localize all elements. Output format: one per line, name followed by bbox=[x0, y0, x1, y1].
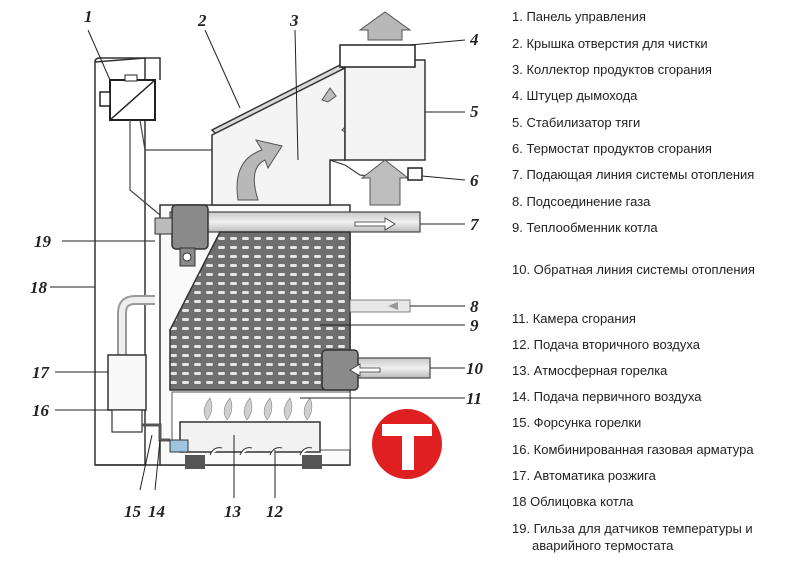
label-5: 5 bbox=[470, 102, 479, 121]
gas-valve bbox=[111, 409, 143, 433]
legend-item: 2. Крышка отверстия для чистки bbox=[512, 36, 708, 51]
legend-item: 14. Подача первичного воздуха bbox=[512, 389, 702, 404]
secondary-air-arrows bbox=[209, 447, 313, 456]
legend-item: 12. Подача вторичного воздуха bbox=[512, 337, 700, 352]
legend-item: 9. Теплообменник котла bbox=[512, 220, 658, 235]
label-6: 6 bbox=[470, 171, 479, 190]
legend-item: 7. Подающая линия системы отопления bbox=[512, 167, 755, 182]
legend-item: 19. Гильза для датчиков температуры и bbox=[512, 521, 753, 536]
flue-thermostat bbox=[407, 167, 423, 181]
label-2: 2 bbox=[197, 11, 207, 30]
flames bbox=[203, 397, 313, 421]
legend-item: 4. Штуцер дымохода bbox=[512, 88, 638, 103]
label-4: 4 bbox=[469, 30, 479, 49]
label-8: 8 bbox=[470, 297, 479, 316]
legend-item: 13. Атмосферная горелка bbox=[512, 363, 668, 378]
legend-item: 11. Камера сгорания bbox=[512, 311, 636, 326]
label-15: 15 bbox=[124, 502, 142, 521]
exhaust-arrow bbox=[358, 11, 412, 41]
label-1: 1 bbox=[84, 7, 93, 26]
gas-pipe bbox=[349, 299, 411, 313]
label-14: 14 bbox=[148, 502, 165, 521]
brand-logo bbox=[372, 409, 442, 479]
label-3: 3 bbox=[289, 11, 299, 30]
label-13: 13 bbox=[224, 502, 242, 521]
legend-item: 1. Панель управления bbox=[512, 9, 646, 24]
sensor-sleeve bbox=[154, 217, 173, 235]
legend-item: 5. Стабилизатор тяги bbox=[512, 115, 641, 130]
legend-item: 18 Облицовка котла bbox=[512, 494, 634, 509]
flue-collector bbox=[211, 66, 346, 206]
label-11: 11 bbox=[466, 389, 482, 408]
legend-item: 8. Подсоединение газа bbox=[512, 194, 651, 209]
chimney-connector bbox=[339, 44, 416, 68]
atmospheric-burner bbox=[179, 421, 321, 453]
label-18: 18 bbox=[30, 278, 48, 297]
label-10: 10 bbox=[466, 359, 484, 378]
label-17: 17 bbox=[32, 363, 51, 382]
label-7: 7 bbox=[470, 215, 480, 234]
legend-item: 3. Коллектор продуктов сгорания bbox=[512, 62, 712, 77]
draft-stabilizer bbox=[344, 59, 426, 161]
legend-item: 17. Автоматика розжига bbox=[512, 468, 656, 483]
label-9: 9 bbox=[470, 316, 479, 335]
legend-item: 15. Форсунка горелки bbox=[512, 415, 642, 430]
leader-lines bbox=[50, 29, 466, 498]
ignition-control bbox=[107, 354, 147, 411]
label-19: 19 bbox=[34, 232, 52, 251]
legend-item: аварийного термостата bbox=[532, 538, 674, 553]
legend-item: 6. Термостат продуктов сгорания bbox=[512, 141, 712, 156]
label-12: 12 bbox=[266, 502, 284, 521]
label-16: 16 bbox=[32, 401, 50, 420]
legend-item: 16. Комбинированная газовая арматура bbox=[512, 442, 754, 457]
legend-item: 10. Обратная линия системы отопления bbox=[512, 262, 755, 277]
